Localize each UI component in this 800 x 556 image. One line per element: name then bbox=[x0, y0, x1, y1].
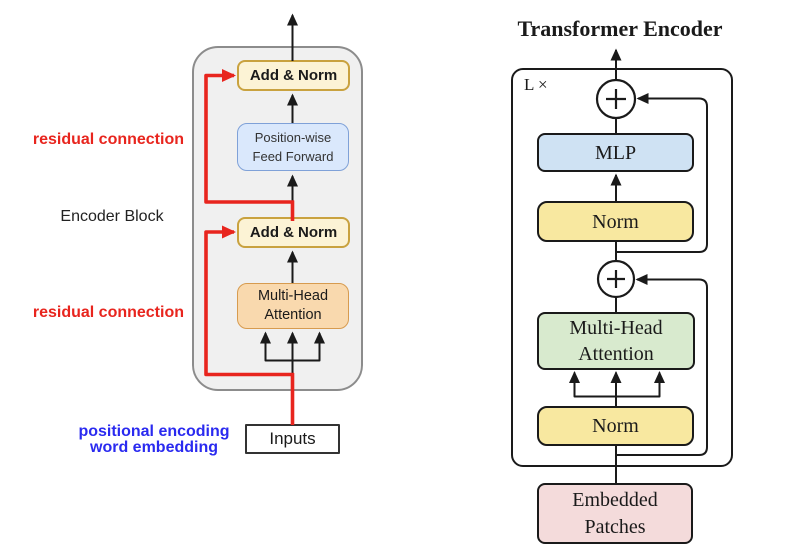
embedding-annotation: positional encoding word embedding bbox=[58, 424, 250, 456]
embedded-patches-line2: Patches bbox=[584, 515, 646, 538]
add-norm-top-label: Add & bbox=[249, 66, 294, 84]
inputs-label: Inputs bbox=[269, 429, 316, 448]
mha-line1: Multi-Head bbox=[257, 288, 329, 304]
norm-top-box: Norm bbox=[537, 201, 694, 242]
mlp-label: MLP bbox=[594, 141, 637, 164]
add-norm-bottom-label-bold: Norm bbox=[298, 223, 338, 241]
residual-connection-label-bottom: residual connection bbox=[32, 304, 184, 321]
mlp-box: MLP bbox=[537, 133, 694, 172]
loop-count-label: L × bbox=[524, 75, 548, 94]
transformer-encoder-title: Transformer Encoder bbox=[517, 16, 723, 41]
norm-bottom-label: Norm bbox=[592, 415, 639, 437]
multi-head-attention-box: Multi-Head Attention bbox=[237, 283, 349, 329]
norm-top-label: Norm bbox=[592, 210, 639, 233]
encoder-block-label: Encoder Block bbox=[60, 208, 164, 225]
mha-line2: Attention bbox=[264, 307, 322, 323]
norm-bottom-box: Norm bbox=[537, 406, 694, 446]
residual-connection-label-top: residual connection bbox=[32, 131, 184, 148]
add-norm-top-box: Add &Norm bbox=[237, 60, 350, 91]
add-norm-bottom-box: Add &Norm bbox=[237, 217, 350, 248]
inputs-box: Inputs bbox=[245, 424, 340, 454]
vit-encoder-container bbox=[511, 68, 733, 467]
add-norm-bottom-label: Add & bbox=[249, 223, 294, 241]
vit-mha-line2: Attention bbox=[578, 343, 654, 365]
embedded-patches-box: Embedded Patches bbox=[537, 483, 693, 544]
embedded-patches-line1: Embedded bbox=[572, 488, 658, 511]
embedding-annotation-line2: word embedding bbox=[90, 439, 218, 456]
add-norm-top-label-bold: Norm bbox=[298, 66, 338, 84]
feed-forward-line1: Position-wise bbox=[254, 130, 332, 145]
embedding-annotation-line1: positional encoding bbox=[78, 423, 230, 440]
vit-mha-line1: Multi-Head bbox=[569, 317, 663, 339]
feed-forward-line2: Feed Forward bbox=[252, 149, 334, 164]
vit-multi-head-attention-box: Multi-Head Attention bbox=[537, 312, 695, 370]
feed-forward-box: Position-wise Feed Forward bbox=[237, 123, 349, 171]
